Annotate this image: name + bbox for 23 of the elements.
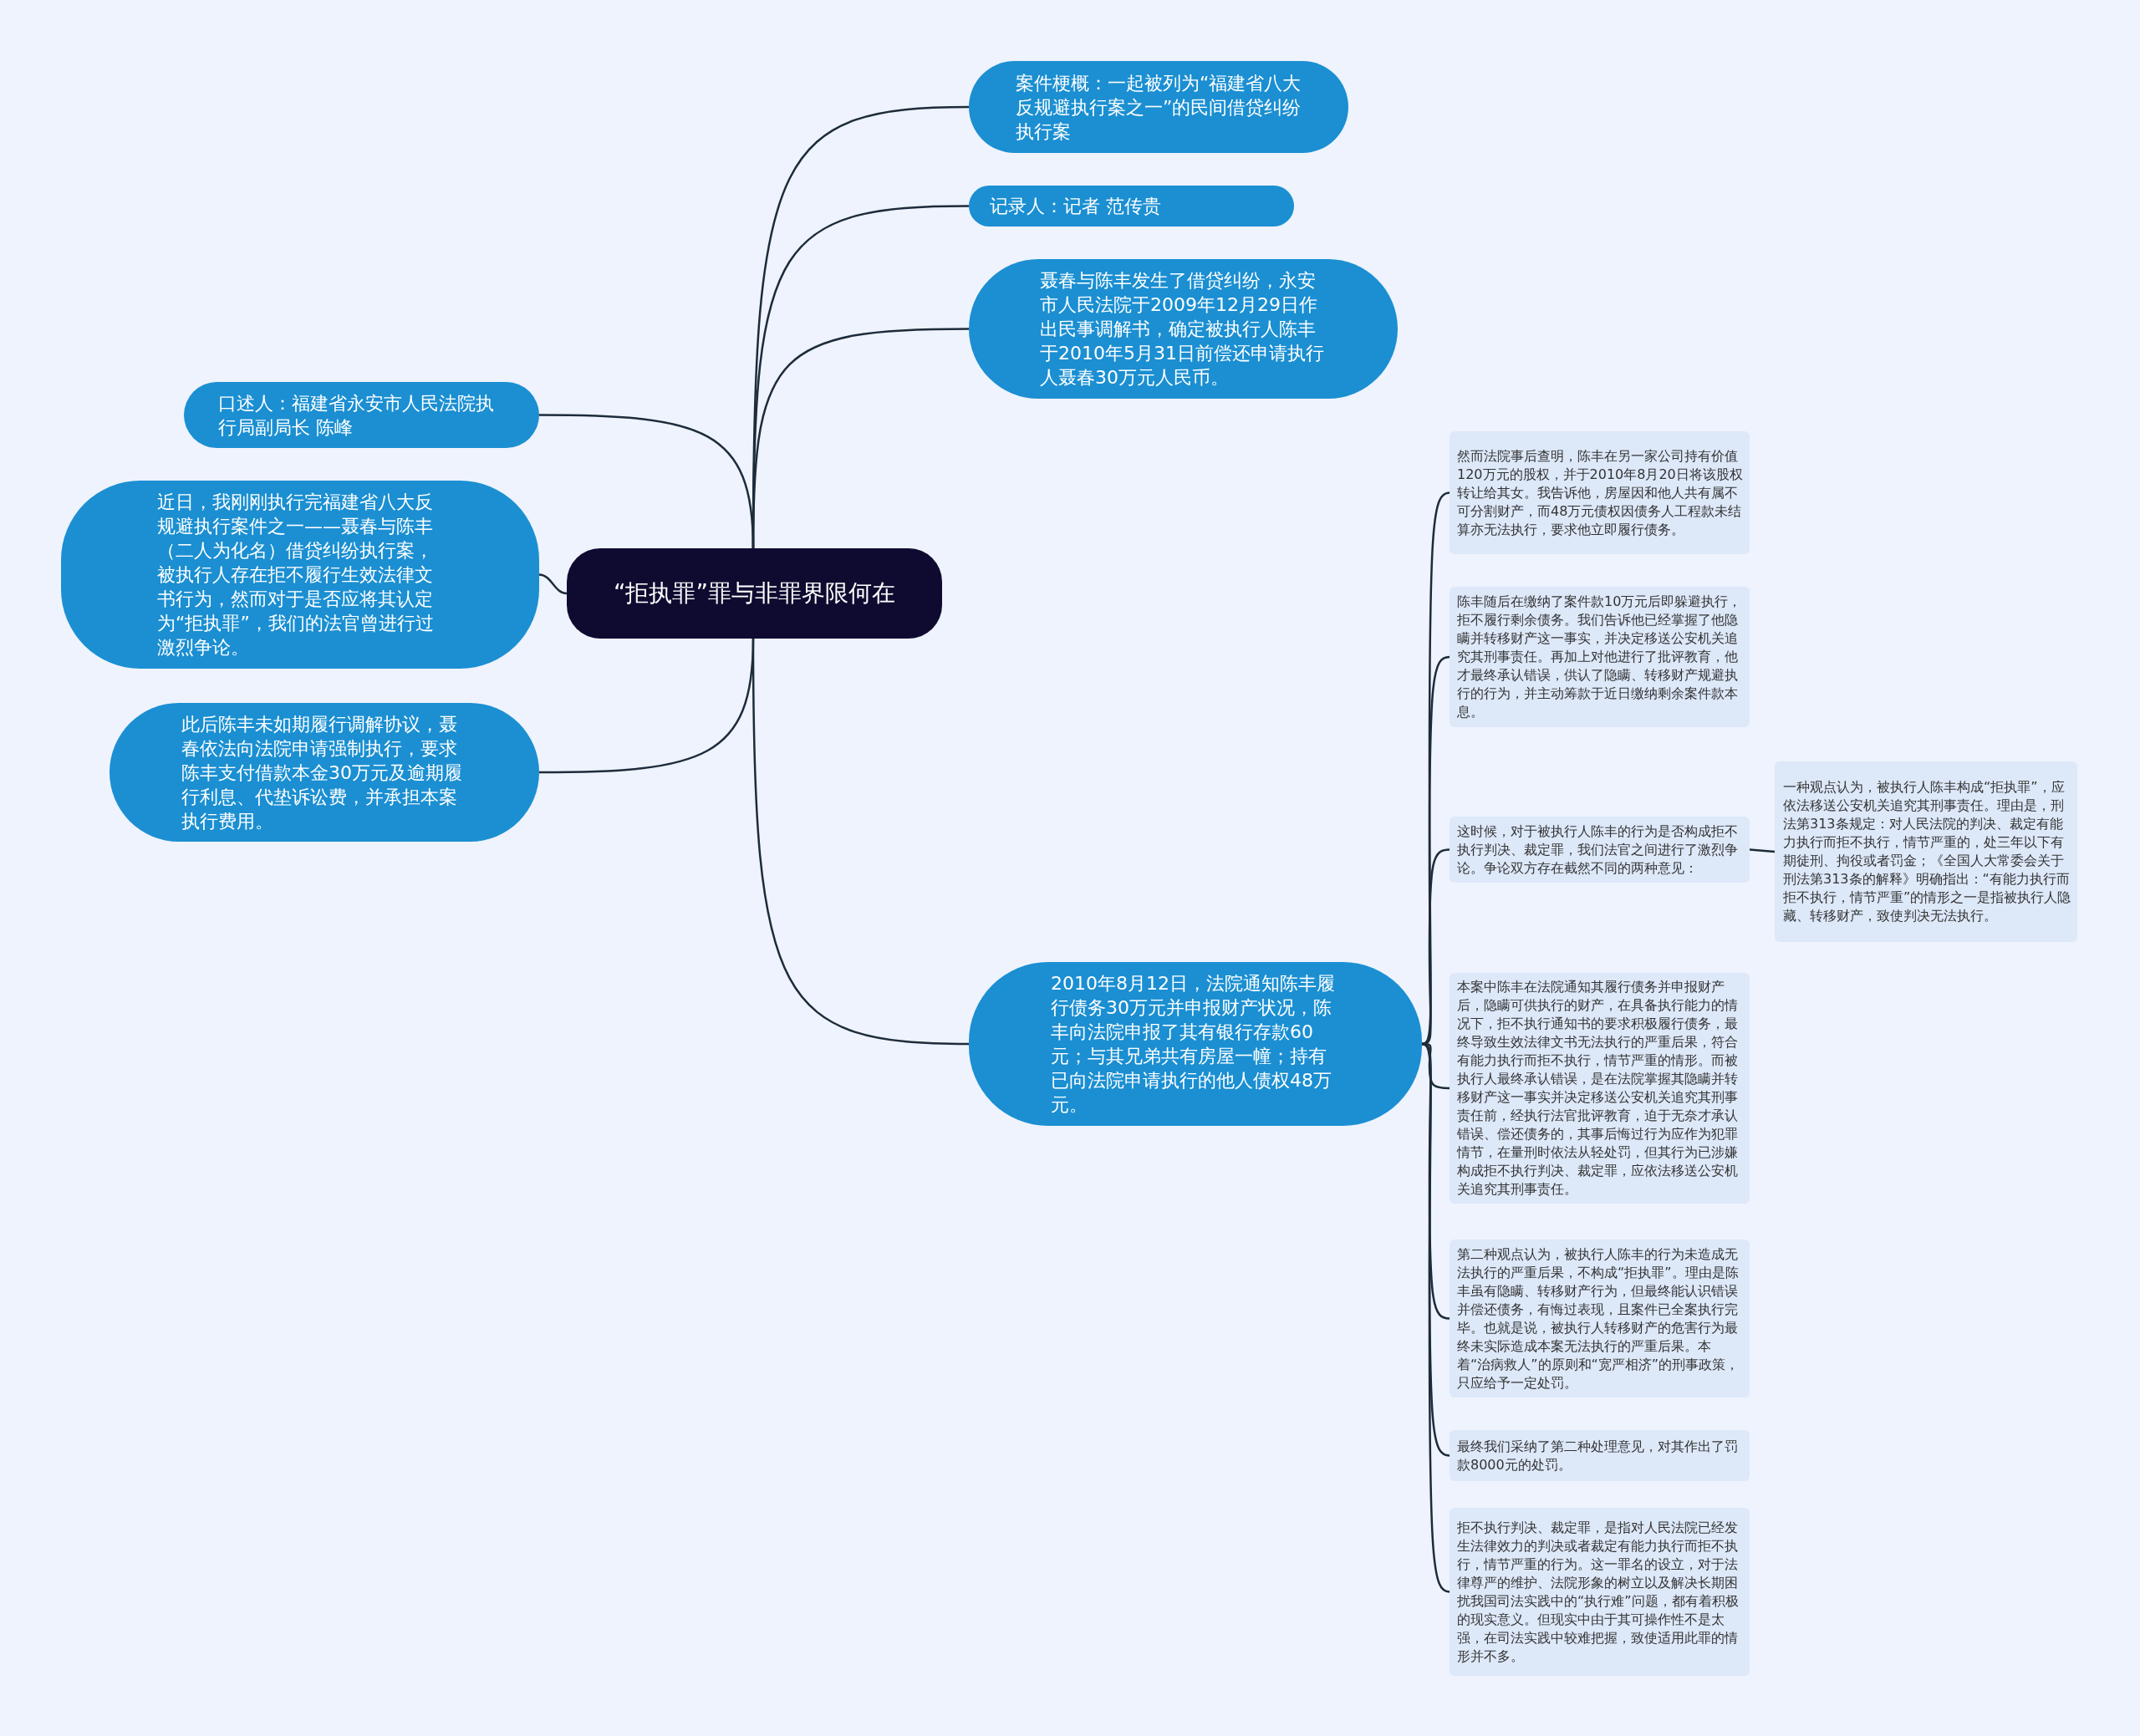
connector-line <box>1421 655 1450 1046</box>
connector-line <box>1421 1042 1450 1593</box>
connector-line <box>752 639 970 1046</box>
note-box: 这时候，对于被执行人陈丰的行为是否构成拒不执行判决、裁定罪，我们法官之间进行了激烈争论。争论双方存在截然不同的两种意见： <box>1450 817 1750 883</box>
connector-line <box>539 414 755 549</box>
topic-bubble: 此后陈丰未如期履行调解协议，聂春依法向法院申请强制执行，要求陈丰支付借款本金30万元及逾期履行利息、代垫诉讼费，并承担本案执行费用。 <box>110 703 539 842</box>
topic-bubble: 2010年8月12日，法院通知陈丰履行债务30万元并申报财产状况，陈丰向法院申报了其有银行存款60元；与其兄弟共有房屋一幢；持有已向法院申请执行的他人债权48万元。 <box>969 962 1422 1126</box>
topic-bubble: 案件梗概：一起被列为“福建省八大反规避执行案之一”的民间借贷纠纷执行案 <box>969 61 1348 153</box>
connector-line <box>1421 1042 1450 1457</box>
topic-bubble: 口述人：福建省永安市人民法院执行局副局长 陈峰 <box>184 382 539 448</box>
topic-bubble: 近日，我刚刚执行完福建省八大反规避执行案件之一——聂春与陈丰（二人为化名）借贷纠纷执行案，被执行人存在拒不履行生效法律文书行为，然而对于是否应将其认定为“拒执罪”，我们的法官曾进行过激烈争论。 <box>61 481 539 669</box>
topic-bubble: 记录人：记者 范传贵 <box>969 186 1294 227</box>
note-box: 第二种观点认为，被执行人陈丰的行为未造成无法执行的严重后果，不构成“拒执罪”。理由是陈丰虽有隐瞒、转移财产行为，但最终能认识错误并偿还债务，有悔过表现，且案件已全案执行完毕。也就是说，被执行人转移财产的危害行为最终未实际造成本案无法执行的严重后果。本着“治病救人”的原则和“宽严相济”的刑事政策，只应给予一定处罚。 <box>1450 1240 1750 1397</box>
note-box: 陈丰随后在缴纳了案件款10万元后即躲避执行，拒不履行剩余债务。我们告诉他已经掌握了他隐瞒并转移财产这一事实，并决定移送公安机关追究其刑事责任。再加上对他进行了批评教育，他才最终承认错误，供认了隐瞒、转移财产规避执行的行为，并主动筹款于近日缴纳剩余案件款本息。 <box>1450 587 1750 727</box>
connector-line <box>538 573 568 595</box>
note-box: 本案中陈丰在法院通知其履行债务并申报财产后，隐瞒可供执行的财产，在具备执行能力的情况下，拒不执行通知书的要求积极履行债务，最终导致生效法律文书无法执行的严重后果，符合有能力执行而拒不执行，情节严重的情形。而被执行人最终承认错误，是在法院掌握其隐瞒并转移财产这一事实并决定移送公安机关追究其刑事责任前，经执行法官批评教育，迫于无奈才承认错误、偿还债务的，其事后悔过行为应作为犯罪情节，在量刑时依法从轻处罚，但其行为已涉嫌构成拒不执行判决、裁定罪，应依法移送公安机关追究其刑事责任。 <box>1450 973 1750 1204</box>
connector-line <box>1749 848 1776 853</box>
note-box: 拒不执行判决、裁定罪，是指对人民法院已经发生法律效力的判决或者裁定有能力执行而拒不执行，情节严重的行为。这一罪名的设立，对于法律尊严的维护、法院形象的树立以及解决长期困扰我国司法实践中的“执行难”问题，都有着积极的现实意义。但现实中由于其可操作性不是太强，在司法实践中较难把握，致使适用此罪的情形并不多。 <box>1450 1508 1750 1676</box>
central-topic: “拒执罪”罪与非罪界限何在 <box>567 548 942 639</box>
note-box: 一种观点认为，被执行人陈丰构成“拒执罪”，应依法移送公安机关追究其刑事责任。理由是，刑法第313条规定：对人民法院的判决、裁定有能力执行而拒不执行，情节严重的，处三年以下有期徒刑、拘役或者罚金；《全国人大常委会关于刑法第313条的解释》明确指出：“有能力执行而拒不执行，情节严重”的情形之一是指被执行人隐藏、转移财产，致使判决无法执行。 <box>1775 761 2077 942</box>
note-box: 然而法院事后查明，陈丰在另一家公司持有价值120万元的股权，并于2010年8月20日将该股权转让给其女。我告诉他，房屋因和他人共有属不可分割财产，而48万元债权因债务人工程款未结算亦无法执行，要求他立即履行债务。 <box>1450 431 1750 554</box>
note-box: 最终我们采纳了第二种处理意见，对其作出了罚款8000元的处罚。 <box>1450 1430 1750 1481</box>
topic-bubble: 聂春与陈丰发生了借贷纠纷，永安市人民法院于2009年12月29日作出民事调解书，确定被执行人陈丰于2010年5月31日前偿还申请执行人聂春30万元人民币。 <box>969 259 1398 399</box>
